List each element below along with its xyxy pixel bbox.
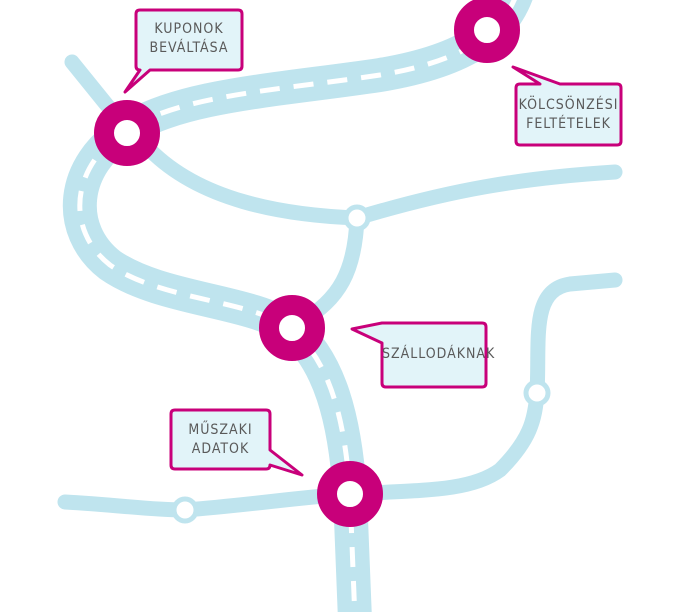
label-kolcsonzesi[interactable]: KÖLCSÖNZÉSI FELTÉTELEK (518, 96, 619, 134)
small-stop (343, 204, 371, 232)
label-line: ADATOK (191, 441, 250, 457)
station-kolcsonzesi[interactable] (454, 0, 520, 63)
label-line: SZÁLLODÁKNAK (382, 346, 496, 362)
main-road-dashes (77, 0, 517, 612)
small-stop (171, 496, 199, 524)
label-line: BEVÁLTÁSA (149, 40, 229, 56)
callout-szallodaknak (350, 321, 488, 389)
station-kuponok[interactable] (94, 100, 160, 166)
label-line: KUPONOK (154, 21, 224, 37)
label-line: MŰSZAKI (188, 422, 253, 438)
label-line: KÖLCSÖNZÉSI (518, 97, 619, 113)
label-szallodaknak[interactable]: SZÁLLODÁKNAK (382, 345, 496, 364)
callout-kuponok (123, 8, 244, 94)
label-muszaki[interactable]: MŰSZAKI ADATOK (173, 421, 268, 459)
label-kuponok[interactable]: KUPONOK BEVÁLTÁSA (138, 20, 240, 58)
callout-muszaki (169, 408, 304, 477)
label-line: FELTÉTELEK (526, 116, 611, 132)
side-road-upper (142, 142, 623, 226)
station-szallodaknak[interactable] (259, 295, 325, 361)
small-stop (523, 379, 551, 407)
station-muszaki[interactable] (317, 461, 383, 527)
callout-kolcsonzesi (511, 65, 623, 147)
